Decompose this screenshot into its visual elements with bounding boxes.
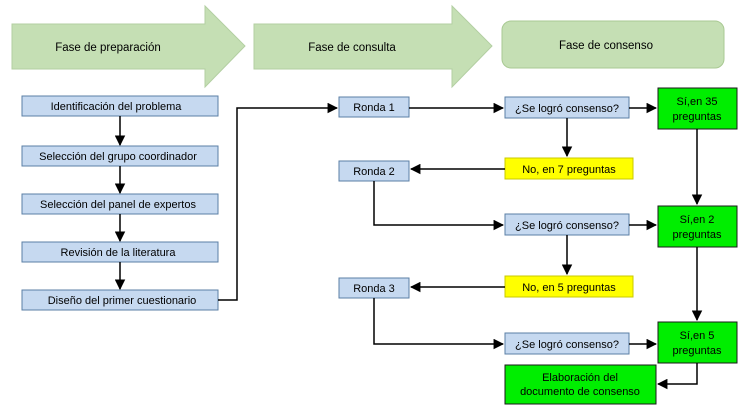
prep-connectors <box>114 102 339 301</box>
question-label: ¿Se logró consenso? <box>515 103 619 115</box>
yes-result-line2: preguntas <box>673 111 722 123</box>
yes-result-line1: Sí,en 35 <box>677 96 718 108</box>
phase-consenso: Fase de consenso <box>501 20 725 69</box>
connector-arrow <box>373 181 505 231</box>
phase-preparacion-label: Fase de preparación <box>55 42 160 54</box>
phase-consulta-label: Fase de consulta <box>308 42 396 54</box>
yes-result-box <box>657 205 738 248</box>
yes-result-box <box>657 87 738 130</box>
question-label: ¿Se logró consenso? <box>515 220 619 232</box>
prep-step-label: Diseño del primer cuestionario <box>48 295 197 307</box>
round-label: Ronda 1 <box>353 102 395 114</box>
prep-step-label: Selección del grupo coordinador <box>39 151 197 163</box>
flow-connectors <box>373 102 703 390</box>
prep-steps: Identificación del problema Selección de… <box>21 95 219 311</box>
no-result-label: No, en 7 preguntas <box>522 164 616 176</box>
round-box <box>338 96 410 118</box>
phase-consenso-label: Fase de consenso <box>559 40 653 52</box>
no-result-label: No, en 5 preguntas <box>522 282 616 294</box>
round-label: Ronda 2 <box>353 166 395 178</box>
yes-result-line2: preguntas <box>673 345 722 357</box>
connector-arrow <box>656 363 698 390</box>
phase-preparacion-arrow <box>11 4 246 89</box>
questions: ¿Se logró consenso? ¿Se logró consenso? … <box>504 96 630 355</box>
yes-result-line1: Sí,en 2 <box>680 214 715 226</box>
phase-preparacion: Fase de preparación <box>11 4 246 89</box>
no-results: No, en 7 preguntas No, en 5 preguntas <box>504 157 634 298</box>
final-document-box <box>504 364 657 405</box>
rounds: Ronda 1 Ronda 2 Ronda 3 <box>338 96 410 299</box>
round-label: Ronda 3 <box>353 283 395 295</box>
prep-step-label: Revisión de la literatura <box>61 247 177 259</box>
connector-arrow <box>373 298 505 350</box>
yes-results: Sí,en 35 preguntas Sí,en 2 preguntas Sí,… <box>657 87 738 364</box>
prep-step-label: Identificación del problema <box>51 101 183 113</box>
question-label: ¿Se logró consenso? <box>515 339 619 351</box>
phase-consulta: Fase de consulta <box>253 4 493 89</box>
yes-result-line1: Sí,en 5 <box>680 330 715 342</box>
final-document: Elaboración del documento de consenso <box>504 364 657 405</box>
final-document-line2: documento de consenso <box>520 386 640 398</box>
prep-step-label: Selección del panel de expertos <box>40 199 196 211</box>
phase-consenso-box <box>501 20 725 69</box>
phase-consulta-arrow <box>253 4 493 89</box>
yes-result-line2: preguntas <box>673 229 722 241</box>
connector-arrow <box>218 102 339 301</box>
final-document-line1: Elaboración del <box>542 372 618 384</box>
